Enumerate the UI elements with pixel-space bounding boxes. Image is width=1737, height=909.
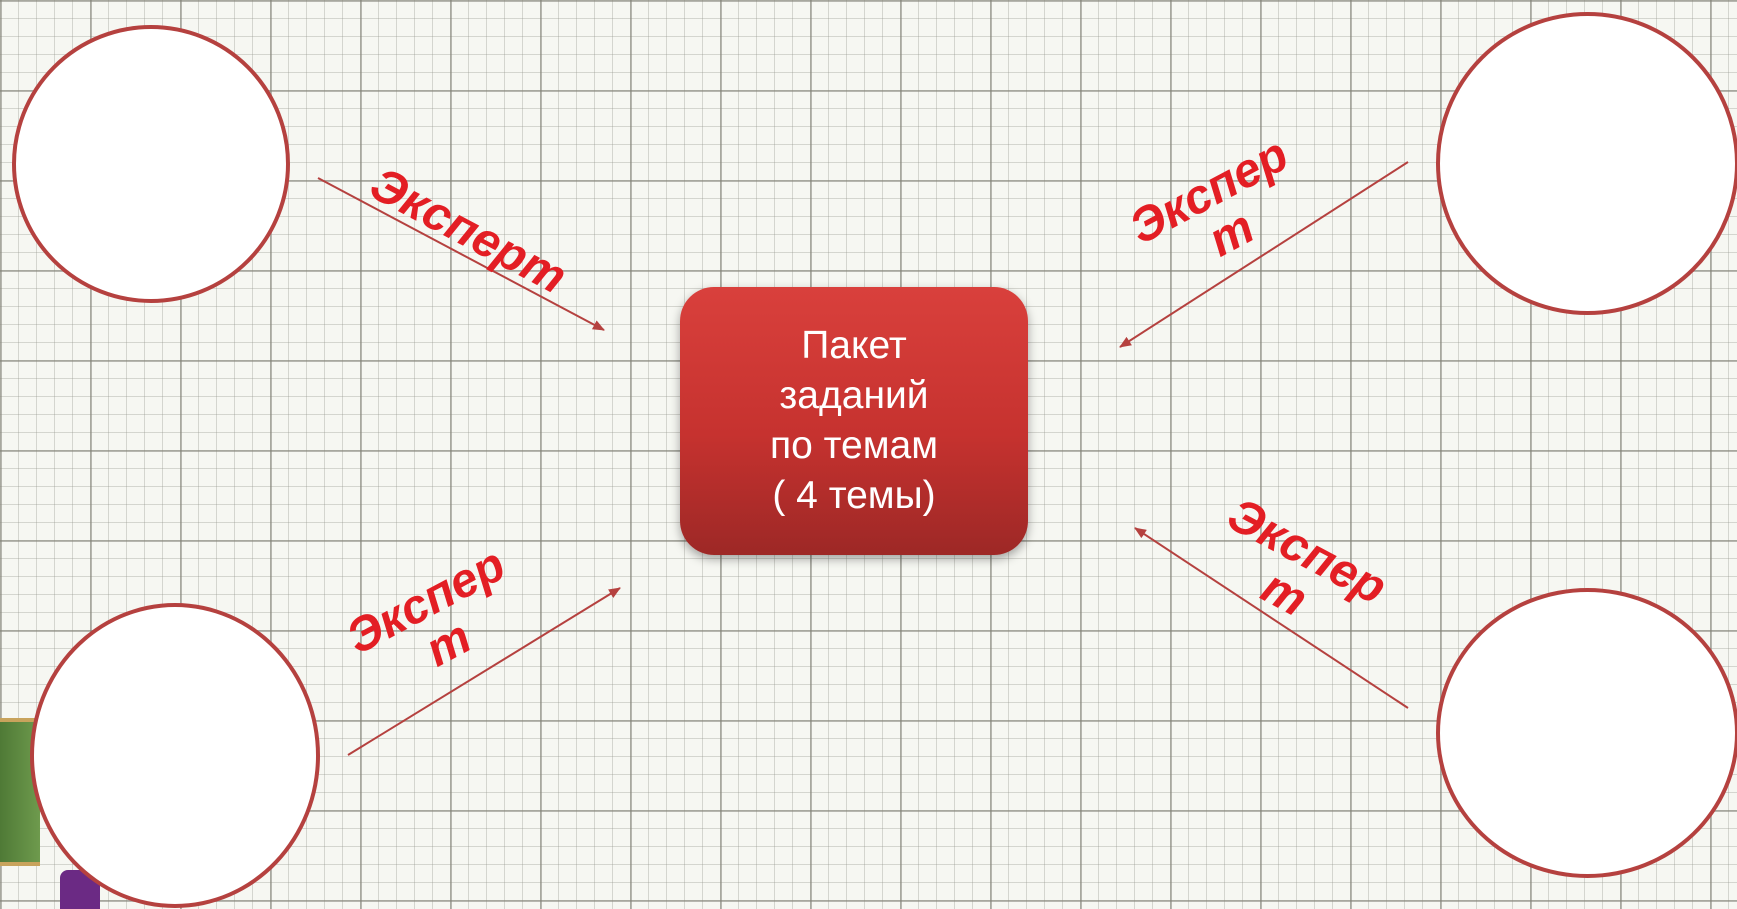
arrow-top-right	[1119, 161, 1409, 348]
arrow-top-left	[317, 177, 605, 331]
expert-circle-bottom-right	[1436, 588, 1737, 878]
arrow-bottom-left	[347, 587, 621, 756]
arrow-bottom-right	[1134, 527, 1409, 709]
expert-circle-top-left	[12, 25, 290, 303]
expert-circle-top-right	[1436, 12, 1737, 315]
expert-circle-bottom-left	[30, 603, 320, 908]
task-package-box: Пакет заданий по темам ( 4 темы)	[680, 287, 1028, 555]
task-package-text: Пакет заданий по темам ( 4 темы)	[769, 324, 939, 517]
